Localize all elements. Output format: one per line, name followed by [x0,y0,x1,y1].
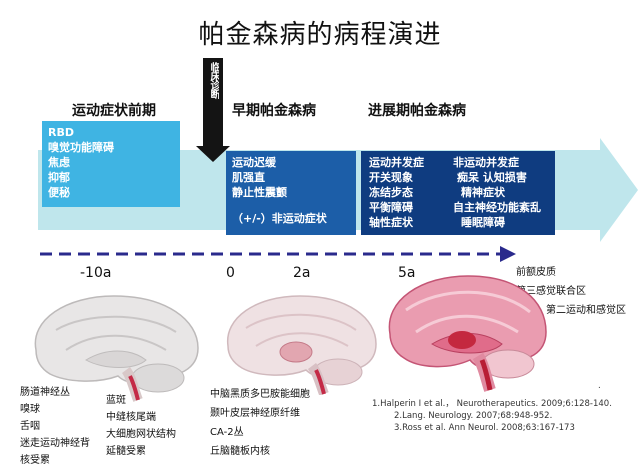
timeline-tick: -10a [80,265,112,281]
stage-prodromal: 运动症状前期 [72,103,156,119]
reference-item: 3.Ross et al. Ann Neurol. 2008;63:167-17… [394,423,575,433]
motor-item: 冻结步态 [369,186,413,199]
nonmotor-item: 自主神经功能紊乱 [453,201,541,214]
prodromal-item: 抑郁 [48,171,70,184]
cortex-label: 初级、第二运动和感觉区 [516,305,626,316]
prodromal-symptoms-box: RBD 嗅觉功能障碍 焦虑 抑郁 便秘 [42,121,180,207]
prodromal-item: RBD [48,126,74,139]
brain-stage1-illustration [34,295,199,402]
stage-early: 早期帕金森病 [232,103,316,119]
early-item: 运动迟缓 [232,156,276,169]
nonmotor-item: 睡眠障碍 [461,216,505,229]
brain1-right-labels: 蓝斑 中缝核尾端 大细胞网状结构 延髓受累 [106,392,176,460]
region-label: 舌咽 [20,421,40,432]
reference-item: 1.Halperin I et al.， Neurotherapeutics. … [372,399,612,409]
region-label: 肠道神经丛 [20,387,70,398]
motor-item: 平衡障碍 [369,201,413,214]
timeline-tick: 0 [226,265,235,281]
nonmotor-item: 精神症状 [461,186,505,199]
region-label: 中脑黑质多巴胺能细胞 [210,389,310,400]
brain-stage2-illustration [227,295,377,395]
region-label: 蓝斑 [106,395,126,406]
prodromal-item: 焦虑 [48,156,70,169]
diagnosis-arrow-shaft [203,58,223,146]
prodromal-item: 嗅觉功能障碍 [48,141,114,154]
advanced-pd-box: 运动并发症 非运动并发症 开关现象 痴呆 认知损害 冻结步态 精神症状 平衡障碍 自主神… [361,151,555,235]
diagnosis-label: 临床诊断 [208,62,219,98]
early-item: 静止性震颤 [232,186,287,199]
timeline-arrowhead [500,246,516,262]
region-label: 丘脑髓板内核 [210,446,270,457]
diagnosis-arrow-head [196,146,230,162]
brain2-labels: 中脑黑质多巴胺能细胞 颞叶皮层神经原纤维 CA-2丛 丘脑髓板内核 [210,385,310,461]
region-label: 延髓受累 [106,446,146,457]
motor-item: 轴性症状 [369,216,413,229]
early-nonmotor: （+/-）非运动症状 [232,212,327,225]
motor-item: 开关现象 [369,171,413,184]
brain-stage3-illustration [388,275,547,392]
cortex-label: 第三感觉联合区 [516,286,586,297]
region-label: 大细胞网状结构 [106,429,176,440]
cortex-label: 前额皮质 [516,267,556,278]
timeline-tick: 5a [398,265,416,281]
nonmotor-item: 痴呆 认知损害 [457,171,527,184]
page-title: 帕金森病的病程演进 [198,20,442,50]
reference-item: 2.Lang. Neurology. 2007;68:948-952. [394,411,553,421]
region-label: 嗅球 [20,404,40,415]
timeline-tick: 2a [293,265,311,281]
references: 1.Halperin I et al.， Neurotherapeutics. … [372,398,612,434]
region-label: CA-2丛 [210,427,244,438]
prodromal-item: 便秘 [48,186,70,199]
early-pd-box: 运动迟缓 肌强直 静止性震颤 （+/-）非运动症状 [226,151,356,235]
motor-complications-header: 运动并发症 [369,156,424,169]
nonmotor-complications-header: 非运动并发症 [453,156,519,169]
region-label: 迷走运动神经背 [20,438,90,449]
stage-advanced: 进展期帕金森病 [368,103,466,119]
brain1-left-labels: 肠道神经丛 嗅球 舌咽 迷走运动神经背 核受累 [20,384,90,469]
dot-mark: . [598,381,601,391]
region-label: 核受累 [20,455,50,466]
region-label: 中缝核尾端 [106,412,156,423]
early-item: 肌强直 [232,171,265,184]
region-label: 颞叶皮层神经原纤维 [210,408,300,419]
